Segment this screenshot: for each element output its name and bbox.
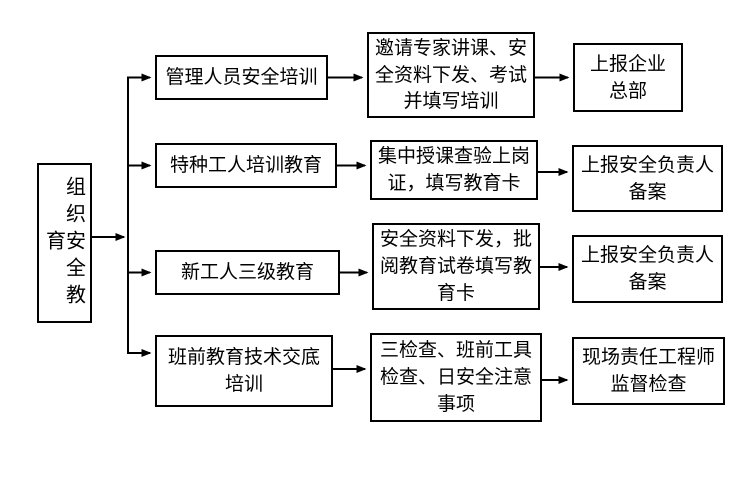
node-special-workers-training: 特种工人培训教育	[155, 143, 337, 188]
node-centralized-teaching-process: 集中授课查验上岗 证，填写教育卡	[370, 140, 538, 200]
node-three-checks-process: 三检查、班前工具 检查、日安全注意 事项	[370, 333, 542, 422]
node-organize-safety-education: 组织安全教育	[37, 163, 92, 323]
node-pre-shift-education-briefing: 班前教育技术交底 培训	[155, 335, 333, 407]
node-new-workers-three-level-education: 新工人三级教育	[155, 250, 340, 295]
node-report-safety-officer-row2: 上报安全负责人 备案	[572, 145, 723, 212]
node-materials-distribution-process: 安全资料下发，批 阅教育试卷填写教 育卡	[372, 223, 540, 310]
node-management-staff-safety-training: 管理人员安全培训	[155, 55, 328, 100]
node-report-company-headquarters: 上报企业 总部	[573, 43, 683, 112]
node-report-safety-officer-row3: 上报安全负责人 备案	[572, 235, 723, 303]
node-expert-lecture-process: 邀请专家讲课、安 全资料下发、考试 并填写培训	[367, 32, 535, 118]
node-site-engineer-supervision: 现场责任工程师 监督检查	[572, 337, 725, 405]
